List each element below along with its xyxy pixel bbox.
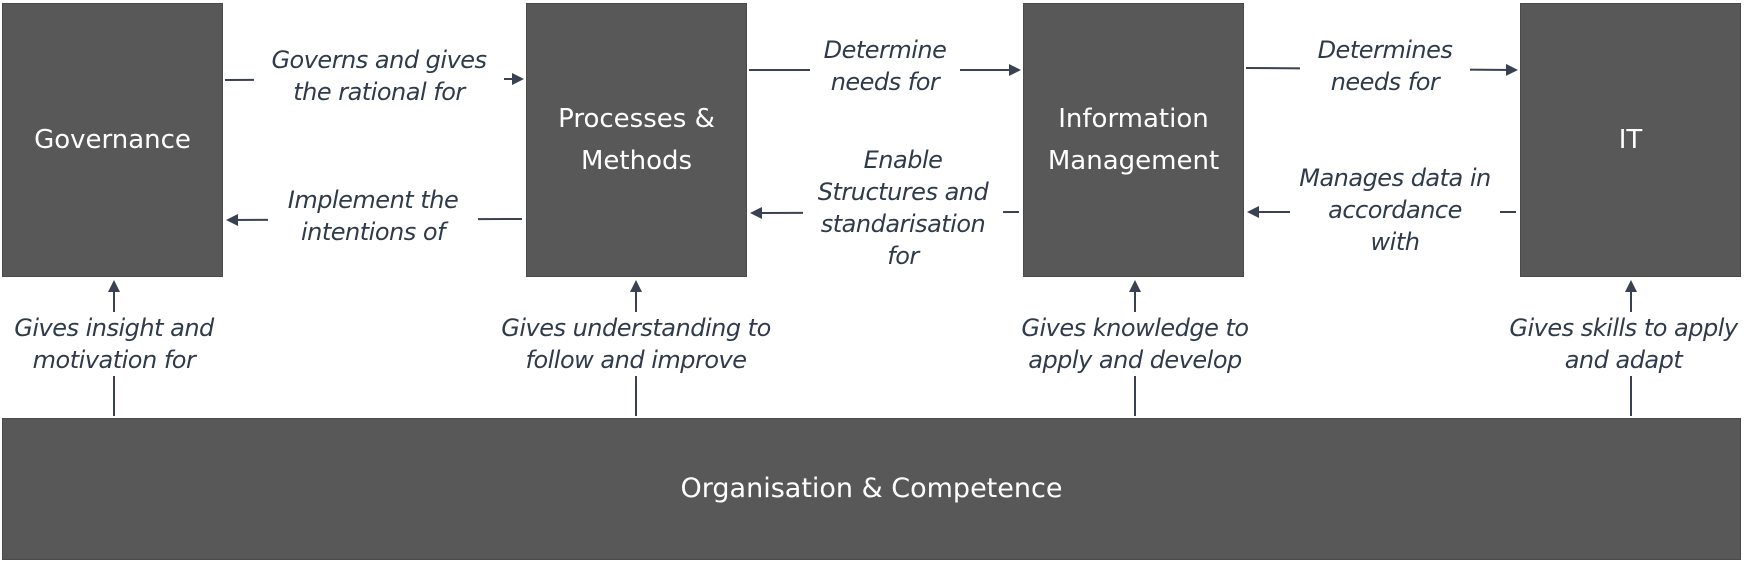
organisation-competence-box: Organisation & Competence (2, 418, 1741, 560)
edge-label-org-to-it: Gives skills to apply and adapt (1494, 312, 1753, 376)
governance-label: Governance (34, 125, 191, 155)
it-label: IT (1618, 125, 1643, 155)
edge-label-it-to-information: Manages data in accordance with (1290, 162, 1500, 258)
edge-label-governance-to-processes: Governs and gives the rational for (254, 44, 504, 108)
edge-label-information-to-processes: Enable Structures and standarisation for (803, 144, 1003, 272)
information-management-box: Information Management (1023, 3, 1244, 277)
edge-label-processes-to-governance: Implement the intentions of (268, 184, 478, 248)
processes-methods-label: Processes & Methods (558, 104, 715, 176)
information-management-label: Information Management (1047, 104, 1220, 176)
edge-label-information-to-it: Determines needs for (1300, 34, 1470, 98)
edge-label-org-to-processes: Gives understanding to follow and improv… (486, 312, 786, 376)
it-box: IT (1520, 3, 1741, 277)
governance-box: Governance (2, 3, 223, 277)
processes-methods-box: Processes & Methods (526, 3, 747, 277)
edge-label-org-to-governance: Gives insight and motivation for (0, 312, 228, 376)
edge-label-processes-to-information: Determine needs for (810, 34, 960, 98)
organisation-competence-label: Organisation & Competence (680, 473, 1063, 504)
edge-label-org-to-information: Gives knowledge to apply and develop (1000, 312, 1270, 376)
